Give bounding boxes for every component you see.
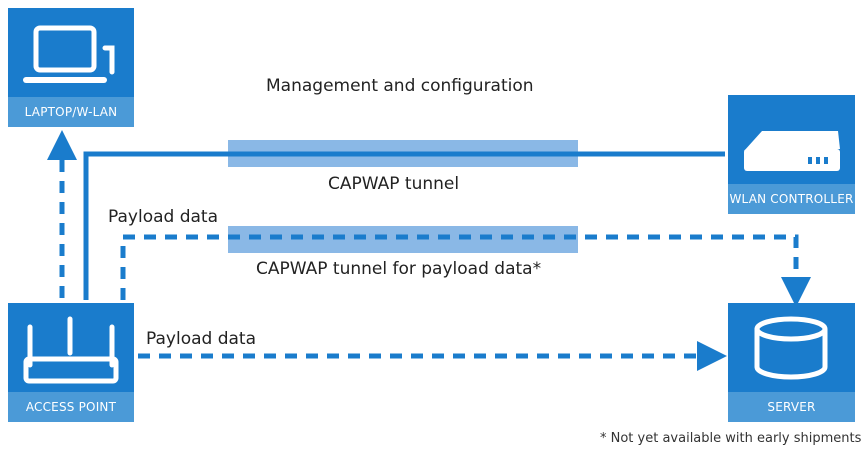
access-point-node[interactable]: ACCESS POINT (8, 303, 134, 422)
access-point-caption: ACCESS POINT (8, 392, 134, 422)
access-point-icon (23, 316, 119, 384)
server-node[interactable]: SERVER (728, 303, 855, 422)
server-caption: SERVER (728, 392, 855, 422)
capwap-tunnel-label: CAPWAP tunnel (328, 174, 460, 194)
payload-upper-label: Payload data (108, 207, 218, 227)
wlan-controller-caption: WLAN CONTROLLER (728, 184, 855, 214)
footnote: * Not yet available with early shipments (600, 431, 861, 446)
database-server-icon (754, 316, 828, 380)
laptop-node[interactable]: LAPTOP/W-LAN (8, 8, 134, 127)
wlan-controller-icon (744, 131, 840, 171)
management-label: Management and configuration (266, 76, 534, 96)
capwap-payload-tunnel-label: CAPWAP tunnel for payload data* (256, 259, 542, 279)
wlan-controller-node[interactable]: WLAN CONTROLLER (728, 95, 855, 214)
laptop-icon (23, 25, 115, 83)
payload-lower-label: Payload data (146, 329, 256, 349)
management-connection-line (83, 151, 725, 300)
laptop-caption: LAPTOP/W-LAN (8, 97, 134, 127)
tunneled-payload-dashed-arrow (120, 234, 811, 307)
